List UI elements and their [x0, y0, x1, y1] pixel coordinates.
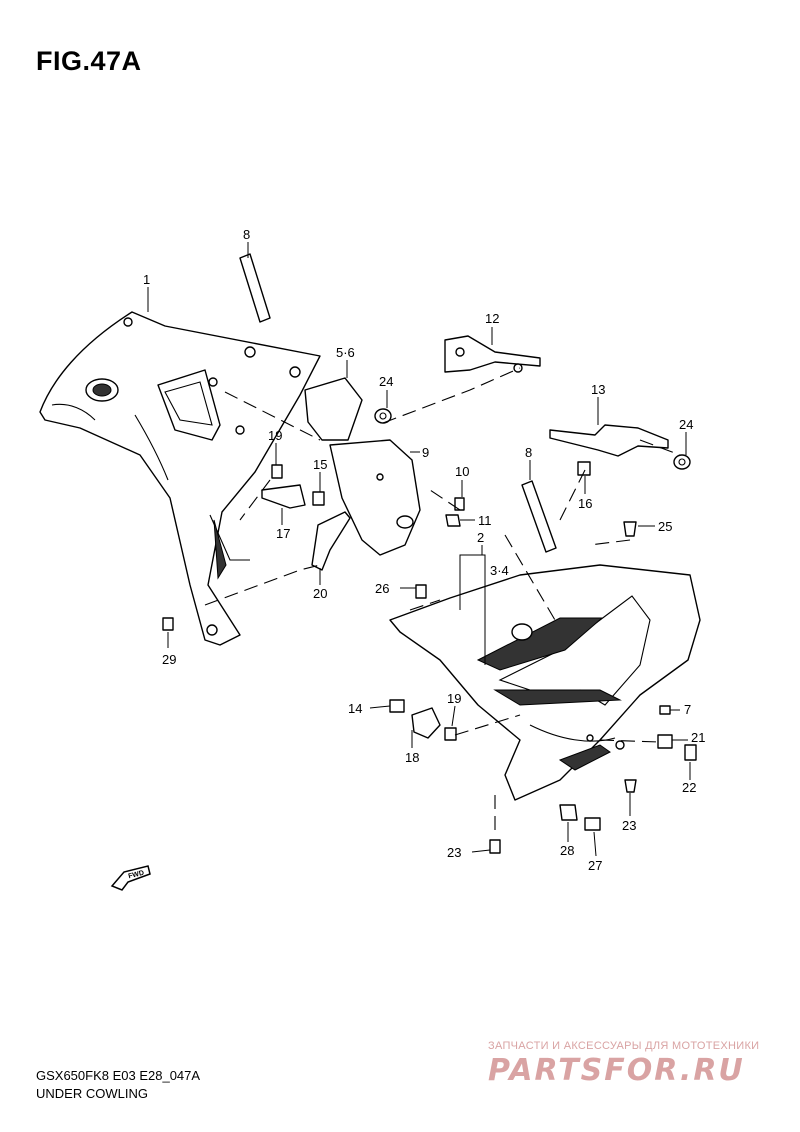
- bracket-20: [311, 511, 351, 571]
- stay-rod-left: [239, 253, 271, 323]
- callout-9: 9: [422, 445, 429, 460]
- callout-2: 2: [477, 530, 484, 545]
- leader-lines: [147, 242, 691, 857]
- callout-22: 22: [682, 780, 696, 795]
- grommet-21: [657, 734, 673, 749]
- figure-title: FIG.47A: [36, 46, 142, 76]
- screw-23-lower: [489, 839, 501, 854]
- bolt-19-left: [271, 464, 283, 479]
- callout-17: 17: [276, 526, 290, 541]
- callout-27: 27: [588, 858, 602, 873]
- callout-23-lower: 23: [447, 845, 461, 860]
- bolt-15: [312, 491, 325, 506]
- clip-nut-11: [445, 514, 461, 527]
- fwd-arrow-icon: FWD: [110, 865, 151, 891]
- bolt-26: [415, 584, 427, 599]
- callout-14: 14: [348, 701, 362, 716]
- callout-23-upper: 23: [622, 818, 636, 833]
- callout-8-left: 8: [243, 227, 250, 242]
- section-name: UNDER COWLING: [36, 1086, 148, 1101]
- rivet-7: [659, 705, 671, 715]
- stay-rod-right: [521, 480, 557, 553]
- cushion-28: [559, 804, 578, 821]
- callout-19-left: 19: [268, 428, 282, 443]
- callout-16: 16: [578, 496, 592, 511]
- assembly-lines: [204, 367, 681, 835]
- callout-15: 15: [313, 457, 327, 472]
- right-under-cowling: [389, 564, 701, 801]
- callout-20: 20: [313, 586, 327, 601]
- upper-bracket: [444, 335, 541, 373]
- left-under-cowling: [39, 311, 321, 646]
- screw-23-upper: [624, 779, 637, 793]
- callout-24-upper: 24: [379, 374, 393, 389]
- clip-14: [389, 699, 405, 713]
- upper-bracket-right: [549, 424, 669, 476]
- bolt-29: [162, 617, 174, 631]
- callouts: 8 1 5·6 24 12 19 15 9 10 17 11 20 29 13 …: [143, 227, 705, 873]
- bracket-18: [411, 707, 441, 739]
- callout-10: 10: [455, 464, 469, 479]
- callout-13: 13: [591, 382, 605, 397]
- inner-bracket: [304, 377, 363, 441]
- bolt-19-right: [444, 727, 457, 741]
- callout-5-6: 5·6: [336, 345, 355, 360]
- bolt-22: [684, 744, 697, 761]
- callout-7: 7: [684, 702, 691, 717]
- callout-25: 25: [658, 519, 672, 534]
- watermark-logo-text: PARTSFOR.RU: [488, 1053, 745, 1086]
- callout-28: 28: [560, 843, 574, 858]
- callout-11: 11: [478, 513, 492, 528]
- callout-18: 18: [405, 750, 419, 765]
- watermark-logo: PARTSFOR.RU: [488, 1053, 745, 1086]
- bolt-27: [584, 817, 601, 831]
- callout-12: 12: [485, 311, 499, 326]
- model-code: GSX650FK8 E03 E28_047A: [36, 1068, 201, 1083]
- callout-21: 21: [691, 730, 705, 745]
- callout-26: 26: [375, 581, 389, 596]
- callout-19-right: 19: [447, 691, 461, 706]
- callout-29: 29: [162, 652, 176, 667]
- callout-3-4: 3·4: [490, 563, 509, 578]
- callout-8-right: 8: [525, 445, 532, 460]
- screw-10: [454, 497, 465, 511]
- watermark-caption: ЗАПЧАСТИ И АКСЕССУАРЫ ДЛЯ МОТОТЕХНИКИ: [488, 1040, 760, 1052]
- screw-25: [623, 521, 637, 537]
- callout-24-right: 24: [679, 417, 693, 432]
- callout-1: 1: [143, 272, 150, 287]
- fwd-label: FWD: [128, 870, 145, 881]
- bracket-17: [261, 484, 306, 509]
- grommet-right: [673, 454, 691, 470]
- inner-panel: [329, 439, 421, 556]
